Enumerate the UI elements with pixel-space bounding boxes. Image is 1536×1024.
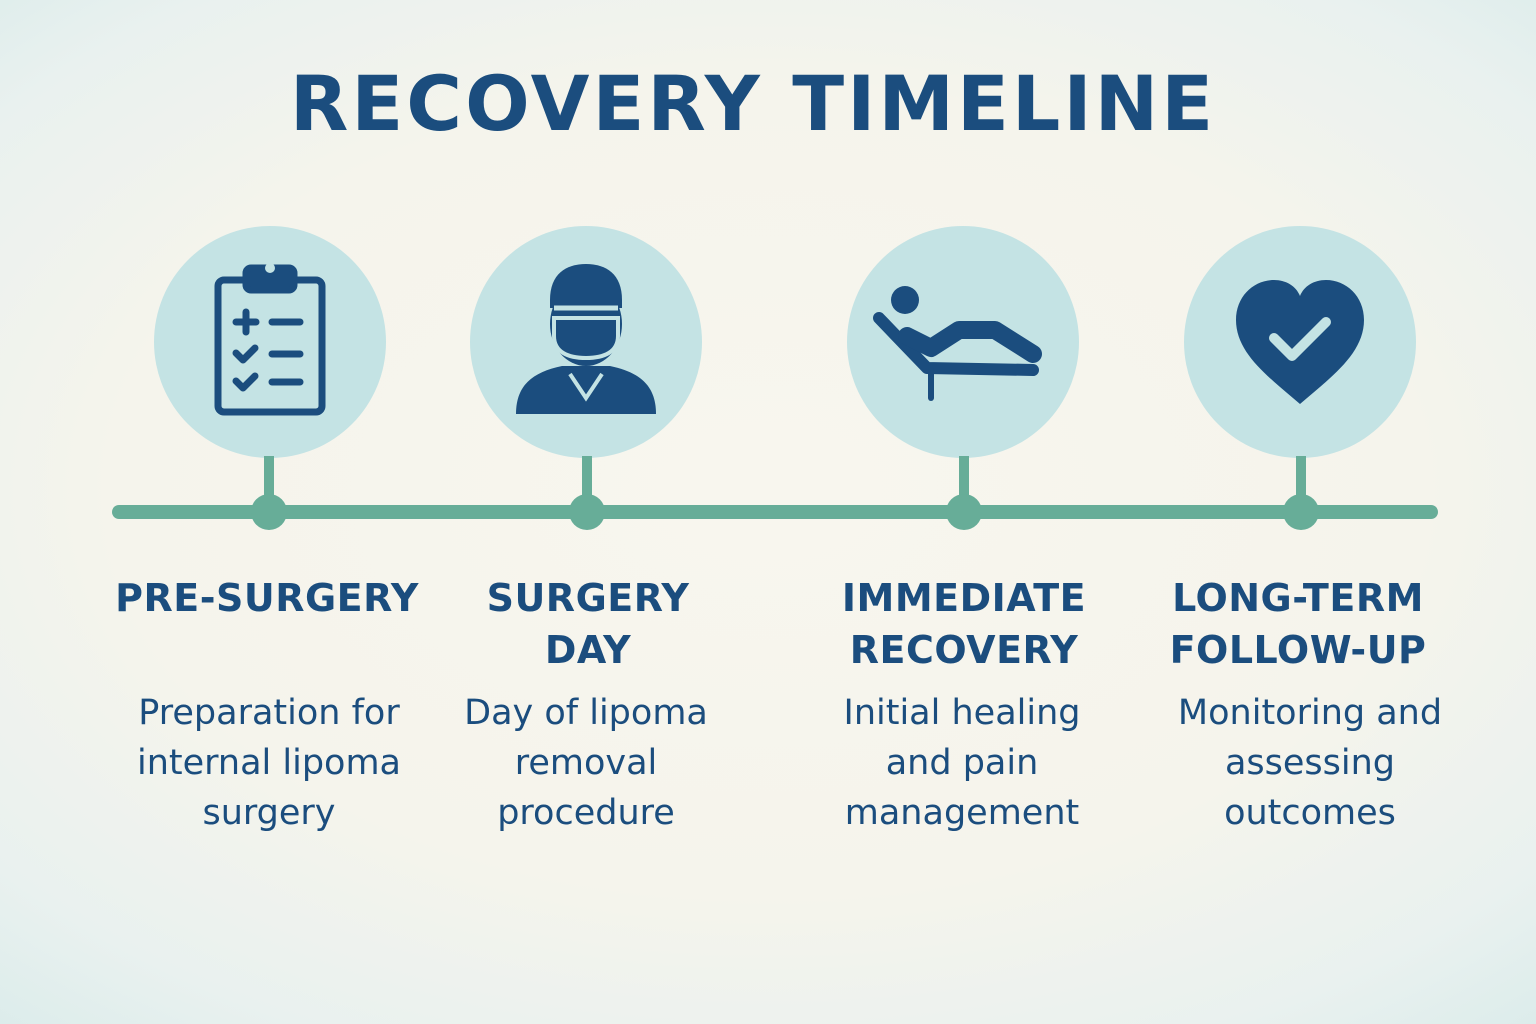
- stage-4-title-line-1: LONG-TERM: [1172, 576, 1424, 620]
- stage-2-title-line-1: SURGERY: [486, 576, 690, 620]
- stage-4-stem: [1296, 456, 1306, 512]
- stage-3-node: [946, 494, 982, 530]
- stage-1-desc-line-1: Preparation for: [138, 693, 400, 733]
- page-title: RECOVERY TIMELINE: [289, 59, 1217, 148]
- stage-4-desc-line-2: assessing: [1224, 743, 1396, 783]
- stage-3-description: Initial healing and pain management: [802, 688, 1122, 838]
- stage-2-icon-circle: [470, 226, 702, 458]
- reclining-patient-icon: [873, 286, 1042, 401]
- stage-2-node: [569, 494, 605, 530]
- stage-4-node: [1283, 494, 1319, 530]
- stage-1-stem: [264, 456, 274, 512]
- stage-2-description: Day of lipoma removal procedure: [426, 688, 746, 838]
- stage-4-icon-circle: [1184, 226, 1416, 458]
- stage-1-desc-line-2: internal lipoma: [136, 743, 402, 783]
- stage-4-desc-line-3: outcomes: [1224, 793, 1396, 833]
- heart-check-icon: [1236, 280, 1364, 404]
- stage-2-desc-line-2: removal: [514, 743, 658, 783]
- stage-1-description: Preparation for internal lipoma surgery: [109, 688, 429, 838]
- stage-3-desc-line-3: management: [844, 793, 1080, 833]
- stage-4-desc-line-1: Monitoring and: [1177, 693, 1443, 733]
- stage-1-node: [251, 494, 287, 530]
- stage-3-title: IMMEDIATE RECOVERY: [794, 572, 1134, 676]
- stage-3-icon-circle: [847, 226, 1079, 458]
- stage-4-title-line-2: FOLLOW-UP: [1169, 628, 1427, 672]
- clipboard-checklist-icon: [214, 263, 326, 416]
- stage-1-title-line-1: PRE-SURGERY: [115, 576, 419, 620]
- stage-1-icon-circle: [154, 226, 386, 458]
- stage-2-title: SURGERY DAY: [418, 572, 758, 676]
- stage-2-desc-line-1: Day of lipoma: [464, 693, 708, 733]
- stage-3-title-line-2: RECOVERY: [849, 628, 1079, 672]
- timeline-line: [112, 505, 1438, 519]
- stage-4-title: LONG-TERM FOLLOW-UP: [1128, 572, 1468, 676]
- stage-2-title-line-2: DAY: [544, 628, 632, 672]
- stage-1-desc-line-3: surgery: [202, 793, 336, 833]
- stage-1-title: PRE-SURGERY: [97, 572, 437, 624]
- stage-2-stem: [582, 456, 592, 512]
- stage-3-desc-line-2: and pain: [885, 743, 1039, 783]
- surgeon-mask-icon: [516, 264, 656, 414]
- stage-2-desc-line-3: procedure: [497, 793, 675, 833]
- stage-4-description: Monitoring and assessing outcomes: [1150, 688, 1470, 838]
- stage-3-desc-line-1: Initial healing: [843, 693, 1081, 733]
- stage-3-title-line-1: IMMEDIATE: [841, 576, 1087, 620]
- stage-3-stem: [959, 456, 969, 512]
